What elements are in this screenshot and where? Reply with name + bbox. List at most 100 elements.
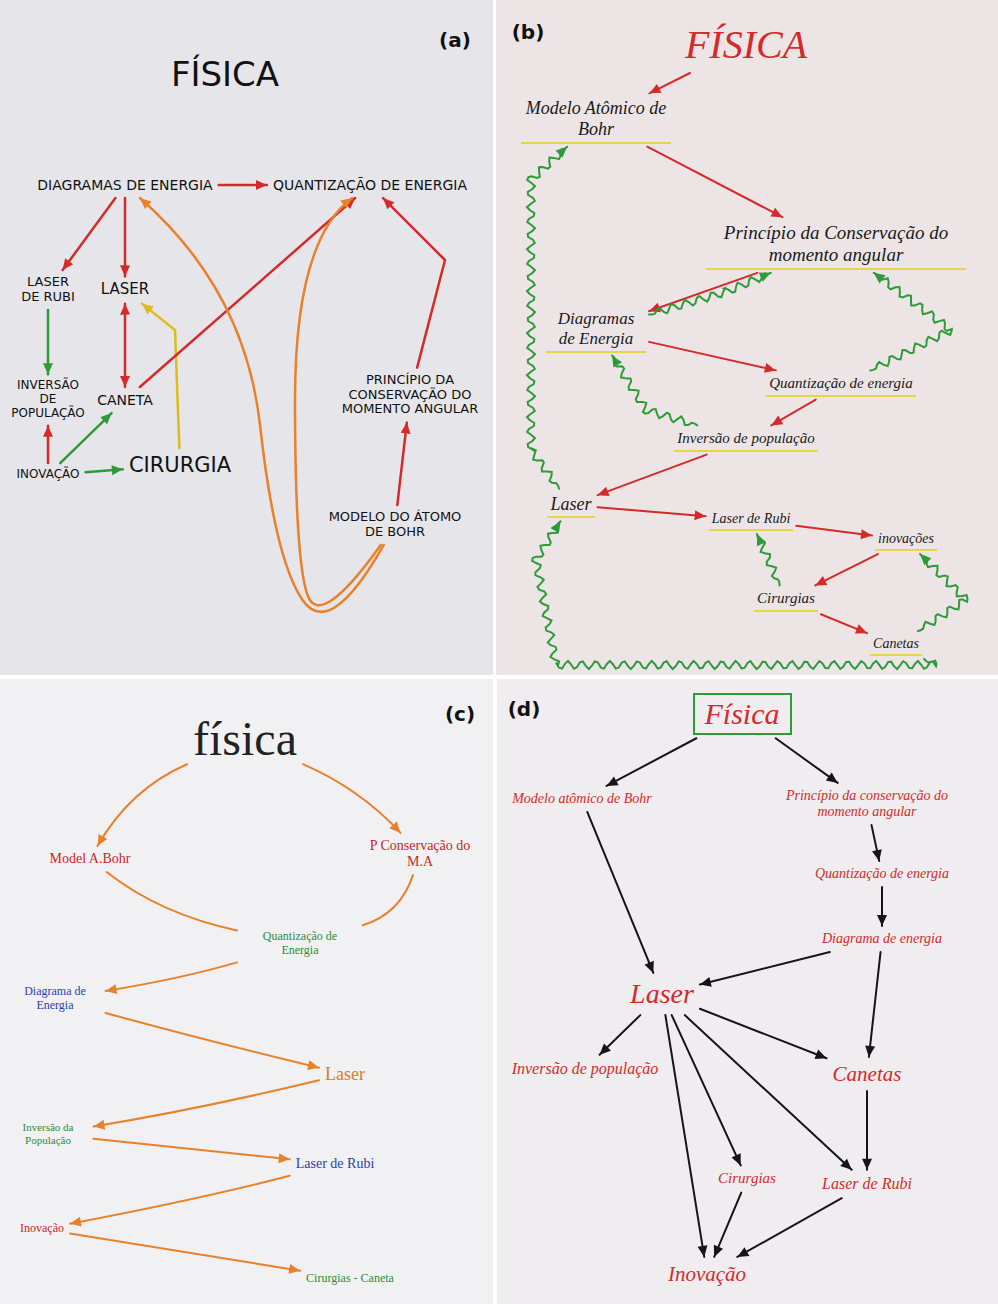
concept-node: QUANTIZAÇÃO DE ENERGIA: [270, 175, 470, 195]
concept-text: INOVAÇÃO: [16, 468, 79, 482]
concept-node: Cirurgias: [715, 1168, 779, 1189]
concept-text: Diagramas de Energia: [549, 309, 643, 348]
link-line: [598, 455, 707, 496]
concept-link: [612, 356, 697, 426]
arrowhead: [94, 1120, 106, 1130]
concept-link: [587, 812, 653, 973]
concept-node: LASER: [98, 279, 152, 300]
link-line: [649, 73, 690, 93]
link-line: [607, 738, 697, 786]
concept-text: Cirurgias: [757, 590, 815, 607]
concept-link: [877, 887, 887, 926]
link-line: [649, 342, 776, 370]
concept-text: Cirurgias: [718, 1170, 776, 1187]
arrowhead: [737, 1247, 749, 1257]
concept-link: [815, 554, 878, 585]
link-line: [94, 1139, 290, 1160]
link-line: [672, 1015, 741, 1165]
link-line: [363, 875, 413, 925]
concept-text: Quantização de energia: [769, 375, 913, 392]
concept-node: Cirurgias: [754, 588, 818, 611]
link-line: [776, 738, 838, 783]
concept-link: [120, 304, 130, 387]
arrowhead: [288, 1264, 300, 1274]
link-line: [647, 147, 782, 217]
panel-letter: (a): [439, 28, 471, 52]
arrowhead: [142, 304, 154, 315]
concept-link: [757, 534, 780, 585]
link-line: [397, 422, 407, 505]
photo-panel: (d)FísicaModelo atômico de BohrPrincípio…: [497, 679, 998, 1304]
concept-text: física: [193, 711, 297, 766]
concept-link: [598, 507, 706, 520]
concept-text: CIRURGIA: [129, 453, 231, 477]
link-line: [587, 812, 653, 973]
link-line: [63, 198, 116, 270]
link-line: [124, 304, 127, 387]
arrowhead: [862, 1159, 872, 1170]
concept-text: Laser de Rubi: [712, 511, 791, 527]
concept-text: Inversão de população: [512, 1060, 659, 1078]
arrowhead: [874, 273, 886, 284]
concept-text: LASER: [101, 281, 149, 298]
arrowhead: [120, 265, 130, 276]
concept-text: Laser: [550, 494, 591, 515]
concept-link: [600, 1015, 641, 1055]
arrowhead: [278, 1153, 289, 1163]
arrowhead: [649, 84, 661, 93]
link-line: [383, 198, 445, 368]
concept-node: Quantização de energia: [812, 864, 952, 884]
link-line: [94, 1080, 320, 1126]
concept-node: física: [190, 709, 300, 768]
concept-node: Modelo atômico de Bohr: [509, 789, 655, 809]
concept-link: [796, 526, 872, 539]
arrowhead: [698, 1245, 708, 1257]
concept-link: [700, 952, 830, 987]
link-line: [532, 521, 936, 669]
concept-node: Laser de Rubi: [819, 1173, 915, 1195]
concept-node: Laser: [322, 1062, 368, 1087]
concept-link: [106, 1013, 320, 1070]
concept-link: [142, 304, 179, 448]
concept-link: [649, 273, 757, 312]
concept-node: Canetas: [830, 1060, 905, 1088]
concept-link: [70, 1233, 300, 1273]
concept-link: [94, 1080, 320, 1129]
concept-link: [219, 180, 267, 190]
concept-node: Inovação: [17, 1220, 67, 1238]
concept-link: [70, 1176, 290, 1227]
concept-node: CANETA: [94, 390, 156, 410]
concept-text: Inovação: [20, 1222, 64, 1236]
concept-link: [598, 455, 707, 496]
arrowhead: [877, 915, 887, 926]
concept-link: [383, 198, 445, 368]
link-line: [60, 413, 111, 463]
concept-node: INOVAÇÃO: [13, 466, 82, 484]
arrowhead: [140, 198, 152, 209]
photo-panel: (a)FÍSICADIAGRAMAS DE ENERGIAQUANTIZAÇÃO…: [0, 0, 493, 675]
concept-text: Quantização de energia: [815, 866, 949, 882]
concept-node: Quantização de Energia: [240, 928, 360, 960]
concept-link: [649, 342, 776, 373]
panel-letter: (d): [508, 697, 541, 721]
photo-panel: (b)FÍSICAModelo Atômico de BohrPrincípio…: [496, 0, 998, 675]
arrowhead: [757, 534, 766, 546]
concept-text: INVERSÃO DE POPULAÇÃO: [10, 379, 86, 420]
arrowhead: [256, 180, 267, 190]
arrowhead: [120, 376, 130, 387]
arrowhead: [307, 1060, 319, 1070]
panel-letter: (b): [512, 20, 545, 44]
arrowhead: [771, 416, 783, 426]
arrowhead: [43, 363, 53, 374]
concept-text: Laser: [630, 978, 694, 1010]
link-line: [866, 1091, 868, 1170]
arrowhead: [120, 304, 130, 315]
arrowhead: [732, 1153, 741, 1165]
link-line: [815, 554, 878, 585]
link-line: [685, 1015, 852, 1170]
arrowhead: [694, 510, 705, 520]
concept-node: Diagrama de energia: [819, 929, 945, 949]
link-line: [124, 198, 127, 276]
concept-node: FÍSICA: [168, 53, 282, 96]
concept-text: Inovação: [668, 1262, 746, 1286]
